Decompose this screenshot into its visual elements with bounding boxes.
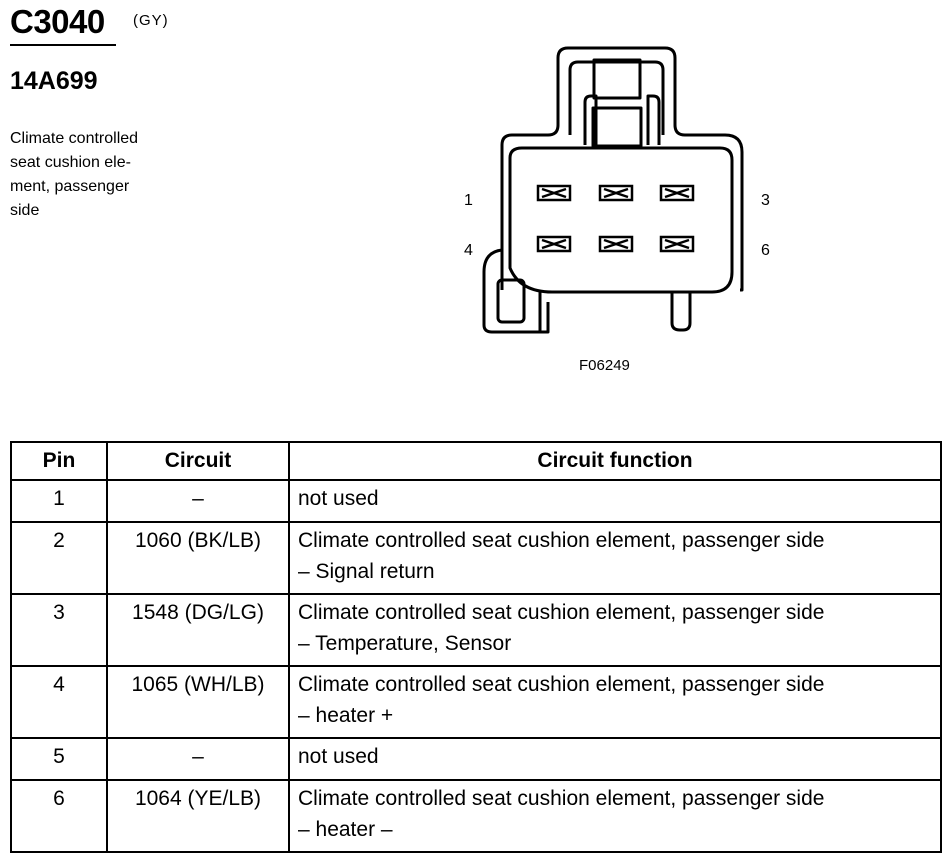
terminal-cavity-6	[659, 235, 695, 253]
cell-pin: 2	[10, 521, 108, 595]
title-underline	[10, 44, 116, 46]
function-line: Climate controlled seat cushion element,…	[298, 787, 825, 810]
table-row: 1 – not used	[10, 479, 942, 523]
function-line: not used	[298, 745, 379, 768]
table-row: 6 1064 (YE/LB) Climate controlled seat c…	[10, 779, 942, 853]
function-line: – heater +	[298, 704, 394, 727]
description-line: side	[10, 202, 40, 219]
latch-inner-outline	[568, 60, 665, 135]
table-header-row: Pin Circuit Circuit function	[10, 441, 942, 481]
cell-circuit: 1064 (YE/LB)	[106, 779, 290, 853]
description-line: ment, passenger	[10, 178, 130, 195]
latch-arms	[583, 94, 661, 145]
key-tab	[496, 278, 526, 324]
header-circuit-function: Circuit function	[288, 441, 942, 481]
function-line: – Temperature, Sensor	[298, 632, 512, 655]
cell-circuit: –	[106, 737, 290, 781]
cell-function: Climate controlled seat cushion element,…	[288, 593, 942, 667]
polarization-key	[482, 248, 550, 334]
cell-function: not used	[288, 737, 942, 781]
connector-color: (GY)	[133, 12, 169, 29]
table-row: 4 1065 (WH/LB) Climate controlled seat c…	[10, 665, 942, 739]
connector-outer-shell	[500, 46, 744, 292]
cell-circuit: 1065 (WH/LB)	[106, 665, 290, 739]
cell-pin: 1	[10, 479, 108, 523]
terminal-cavity-4	[536, 235, 572, 253]
connector-face-drawing	[482, 46, 744, 334]
connector-description: Climate controlled seat cushion ele- men…	[10, 127, 170, 223]
part-number: 14A699	[10, 67, 98, 95]
pin-label-4: 4	[464, 242, 473, 259]
pin-label-3: 3	[761, 192, 770, 209]
cell-circuit: 1548 (DG/LG)	[106, 593, 290, 667]
cell-function: Climate controlled seat cushion element,…	[288, 779, 942, 853]
terminal-cavity-3	[659, 184, 695, 202]
description-line: seat cushion ele-	[10, 154, 131, 171]
cell-function: Climate controlled seat cushion element,…	[288, 665, 942, 739]
table-row: 5 – not used	[10, 737, 942, 781]
function-line: – heater –	[298, 818, 393, 841]
cell-circuit: –	[106, 479, 290, 523]
function-line: not used	[298, 487, 379, 510]
cell-function: Climate controlled seat cushion element,…	[288, 521, 942, 595]
figure-id: F06249	[579, 357, 630, 374]
table-row: 3 1548 (DG/LG) Climate controlled seat c…	[10, 593, 942, 667]
pin-label-1: 1	[464, 192, 473, 209]
header-pin: Pin	[10, 441, 108, 481]
cell-pin: 4	[10, 665, 108, 739]
connector-diagram: 1 3 4 6	[440, 40, 800, 360]
latch-tab	[592, 58, 642, 100]
connector-id: C3040	[10, 3, 105, 40]
terminal-cavity-1	[536, 184, 572, 202]
cell-circuit: 1060 (BK/LB)	[106, 521, 290, 595]
header-circuit: Circuit	[106, 441, 290, 481]
right-foot-tab	[670, 292, 692, 332]
terminal-cavity-2	[598, 184, 634, 202]
description-line: Climate controlled	[10, 130, 139, 147]
latch-base	[591, 106, 643, 148]
cell-function: not used	[288, 479, 942, 523]
function-line: Climate controlled seat cushion element,…	[298, 529, 825, 552]
function-line: Climate controlled seat cushion element,…	[298, 601, 825, 624]
terminal-cavity-5	[598, 235, 634, 253]
function-line: – Signal return	[298, 560, 435, 583]
pin-label-6: 6	[761, 242, 770, 259]
cell-pin: 5	[10, 737, 108, 781]
pin-table: Pin Circuit Circuit function 1 – not use…	[10, 441, 942, 853]
connector-housing	[508, 146, 734, 294]
function-line: Climate controlled seat cushion element,…	[298, 673, 825, 696]
table-row: 2 1060 (BK/LB) Climate controlled seat c…	[10, 521, 942, 595]
cell-pin: 6	[10, 779, 108, 853]
cell-pin: 3	[10, 593, 108, 667]
